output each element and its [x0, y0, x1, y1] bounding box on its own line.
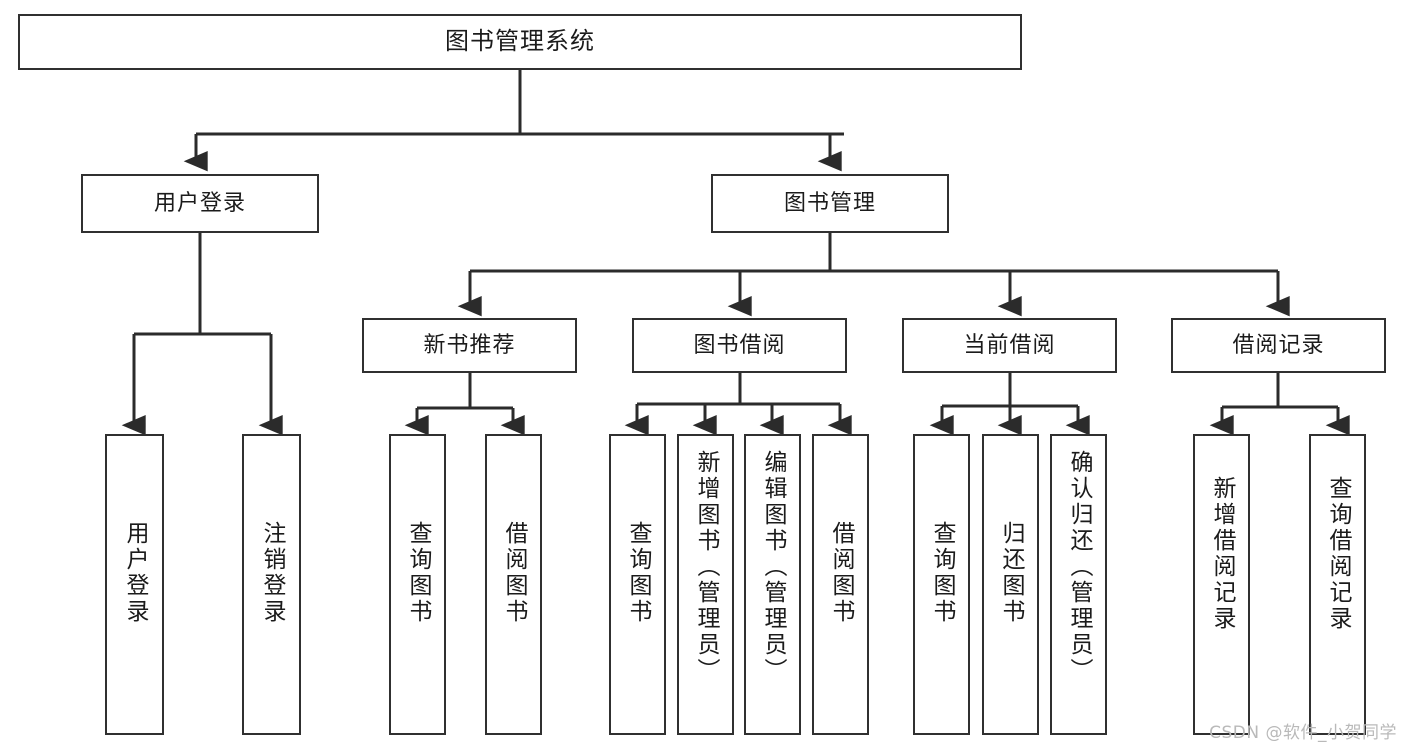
node-leaf-add-book-label: 新增图书（管理员）	[693, 450, 719, 684]
node-leaf-borrow-book-1[interactable]: 借阅图书	[485, 434, 542, 735]
node-leaf-add-book[interactable]: 新增图书（管理员）	[677, 434, 734, 735]
node-leaf-logout-login[interactable]: 注销登录	[242, 434, 301, 735]
node-leaf-borrow-book-1-label: 借阅图书	[501, 521, 527, 625]
node-root[interactable]: 图书管理系统	[18, 14, 1022, 70]
node-borrow-record[interactable]: 借阅记录	[1171, 318, 1386, 373]
node-leaf-query-record-label: 查询借阅记录	[1325, 476, 1351, 632]
node-user-login[interactable]: 用户登录	[81, 174, 319, 233]
node-leaf-return-book[interactable]: 归还图书	[982, 434, 1039, 735]
node-book-management-label: 图书管理	[783, 190, 876, 216]
node-leaf-add-record-label: 新增借阅记录	[1209, 476, 1235, 632]
node-leaf-user-login-label: 用户登录	[122, 521, 148, 625]
node-leaf-return-book-label: 归还图书	[998, 521, 1024, 625]
node-leaf-query-book-3[interactable]: 查询图书	[913, 434, 970, 735]
node-leaf-query-record[interactable]: 查询借阅记录	[1309, 434, 1366, 735]
node-leaf-query-book-1[interactable]: 查询图书	[389, 434, 446, 735]
node-current-borrow[interactable]: 当前借阅	[902, 318, 1117, 373]
node-leaf-edit-book[interactable]: 编辑图书（管理员）	[744, 434, 801, 735]
node-borrow-record-label: 借阅记录	[1232, 332, 1325, 358]
node-leaf-query-book-1-label: 查询图书	[405, 521, 431, 625]
node-leaf-query-book-2[interactable]: 查询图书	[609, 434, 666, 735]
node-leaf-edit-book-label: 编辑图书（管理员）	[760, 450, 786, 684]
node-new-book-recommend[interactable]: 新书推荐	[362, 318, 577, 373]
node-leaf-confirm-return-label: 确认归还（管理员）	[1066, 450, 1092, 684]
node-book-management[interactable]: 图书管理	[711, 174, 949, 233]
node-current-borrow-label: 当前借阅	[963, 332, 1056, 358]
node-leaf-add-record[interactable]: 新增借阅记录	[1193, 434, 1250, 735]
node-book-borrow-label: 图书借阅	[693, 332, 786, 358]
node-leaf-borrow-book-2-label: 借阅图书	[828, 521, 854, 625]
node-book-borrow[interactable]: 图书借阅	[632, 318, 847, 373]
node-leaf-confirm-return[interactable]: 确认归还（管理员）	[1050, 434, 1107, 735]
node-user-login-label: 用户登录	[153, 190, 246, 216]
node-leaf-query-book-3-label: 查询图书	[929, 521, 955, 625]
node-leaf-query-book-2-label: 查询图书	[625, 521, 651, 625]
node-new-book-recommend-label: 新书推荐	[423, 332, 516, 358]
watermark: CSDN @软件_小贺同学	[1209, 723, 1397, 743]
node-leaf-user-login[interactable]: 用户登录	[105, 434, 164, 735]
node-leaf-logout-login-label: 注销登录	[259, 521, 285, 625]
node-leaf-borrow-book-2[interactable]: 借阅图书	[812, 434, 869, 735]
node-root-label: 图书管理系统	[445, 27, 595, 56]
